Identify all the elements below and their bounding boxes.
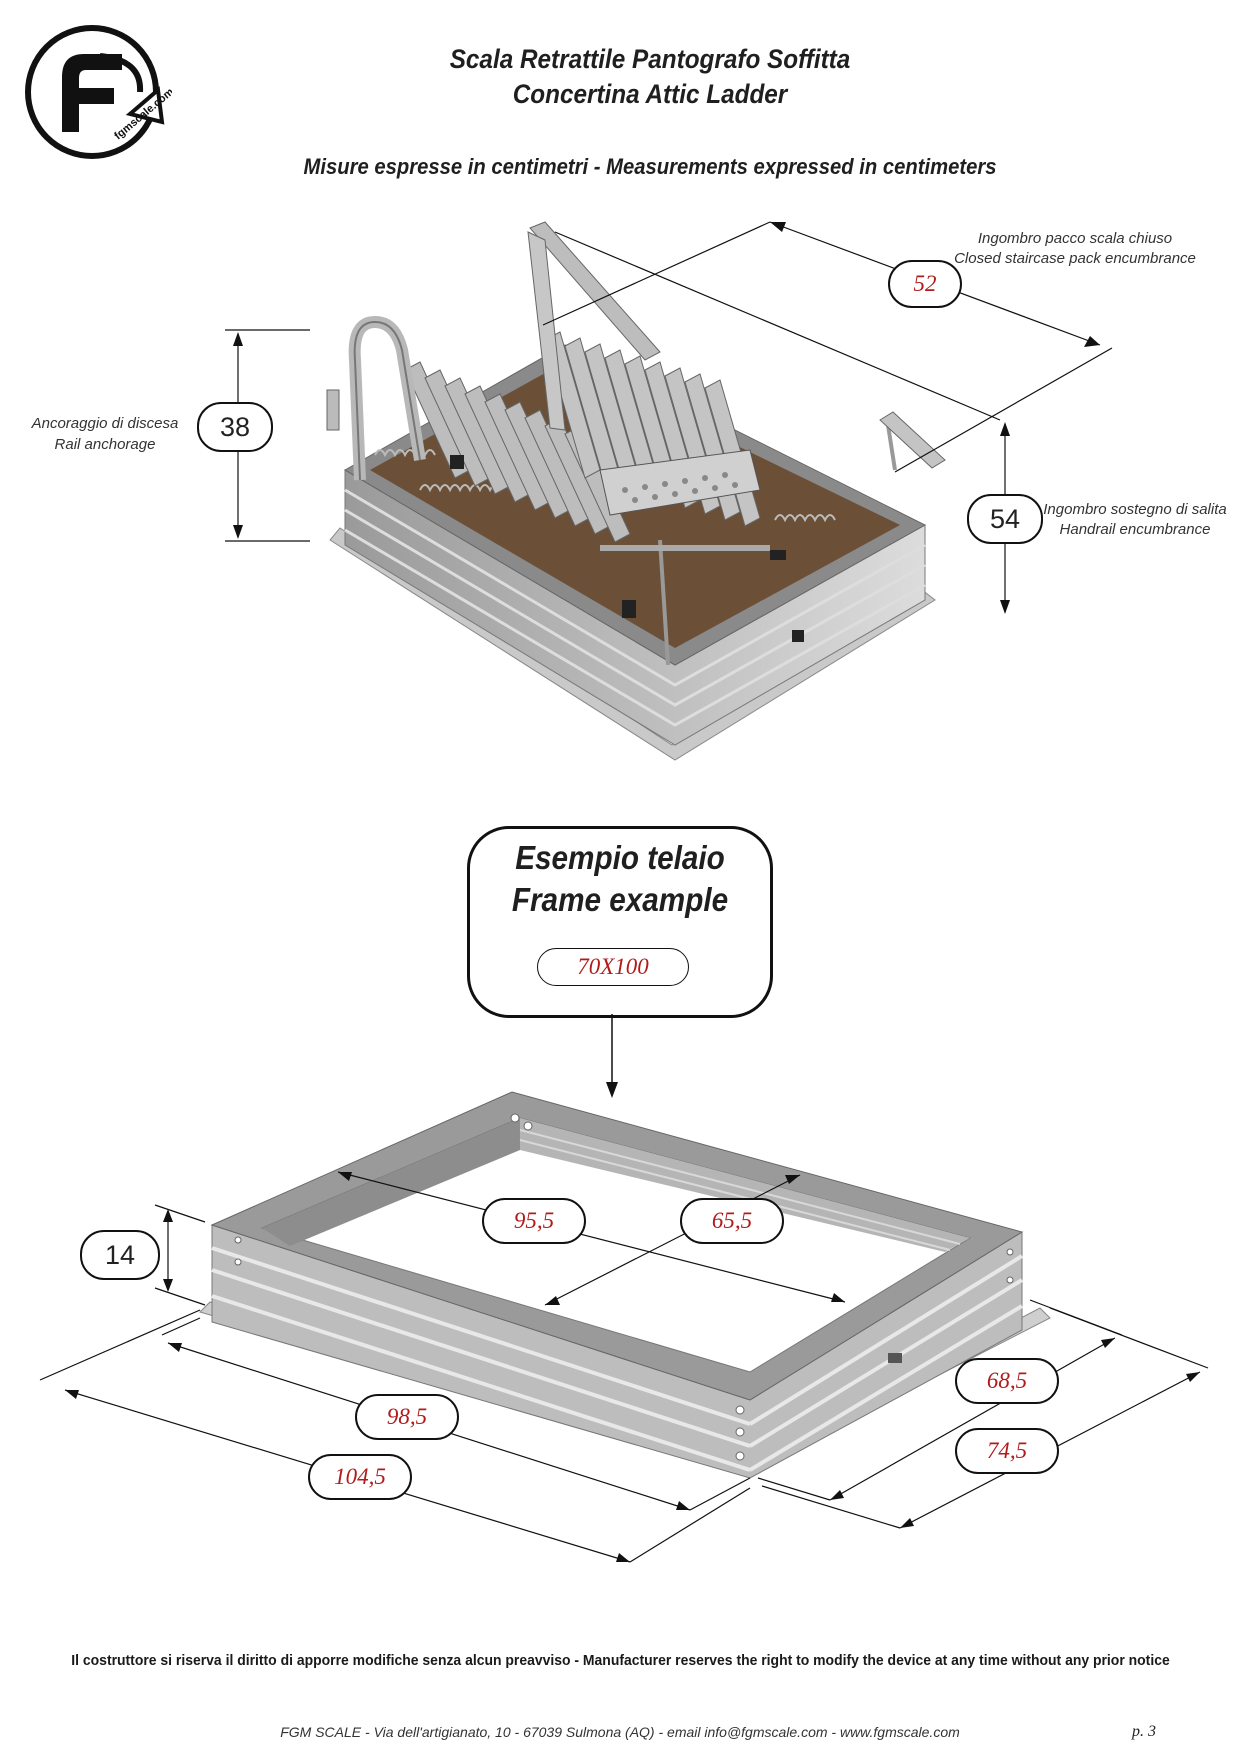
dim-handrail-label-en: Handrail encumbrance	[1059, 521, 1211, 538]
dim-inner-length-pill: 95,5	[482, 1198, 586, 1244]
title-line-1: Scala Retrattile Pantografo Soffitta	[449, 44, 851, 74]
frame-example-title-en: Frame example	[511, 881, 729, 918]
title-line-2: Concertina Attic Ladder	[512, 79, 788, 109]
dim-inner-width-pill: 65,5	[680, 1198, 784, 1244]
dim-flange-length-pill: 104,5	[308, 1454, 412, 1500]
ladder-illustration	[225, 221, 1113, 761]
dim-rail-label-it: Ancoraggio di discesa	[31, 415, 179, 432]
dim-handrail-pill: 54	[967, 494, 1043, 544]
dim-pack-label-it: Ingombro pacco scala chiuso	[977, 230, 1173, 247]
dim-rail-pill: 38	[197, 402, 273, 452]
frame-illustration	[39, 1014, 1209, 1563]
frame-example-callout	[467, 826, 773, 1018]
dim-outer-width-pill: 68,5	[955, 1358, 1059, 1404]
dim-frame-height-pill: 14	[80, 1230, 160, 1280]
dim-flange-width-pill: 74,5	[955, 1428, 1059, 1474]
dim-pack-pill: 52	[888, 260, 962, 308]
footer-address: FGM SCALE - Via dell'artigianato, 10 - 6…	[280, 1724, 960, 1740]
frame-example-title-it: Esempio telaio	[515, 839, 725, 876]
dim-handrail-label-it: Ingombro sostegno di salita	[1043, 501, 1227, 518]
dim-outer-length-pill: 98,5	[355, 1394, 459, 1440]
fgm-logo: fgmscale.com	[25, 25, 172, 159]
page-number: p. 3	[1132, 1723, 1156, 1740]
dim-pack-label-en: Closed staircase pack encumbrance	[954, 250, 1196, 267]
dim-rail-label-en: Rail anchorage	[54, 436, 156, 453]
measurement-subtitle: Misure espresse in centimetri - Measurem…	[303, 154, 997, 179]
disclaimer-text: Il costruttore si riserva il diritto di …	[71, 1652, 1170, 1669]
frame-size-pill: 70X100	[537, 948, 689, 986]
